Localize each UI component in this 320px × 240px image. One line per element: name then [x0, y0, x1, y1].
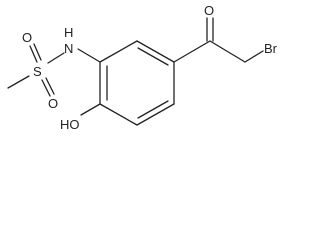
ring-bond-1: [99, 40, 138, 63]
bond-sulfur-nitrogen: [47, 52, 65, 64]
bond-methylene-bromine: [244, 50, 264, 63]
atom-bromine: Br: [264, 41, 278, 56]
bond-ring-hydroxyl: [80, 103, 101, 116]
bond-ring-carbonyl: [173, 40, 211, 63]
ring-bond-4-inner: [137, 100, 169, 119]
bond-sulfur-oxygen-top: [29, 45, 38, 63]
bond-carbonyl-methylene: [209, 40, 246, 63]
bonds: [7, 17, 264, 126]
bond-sulfur-oxygen-bottom: [41, 79, 51, 97]
bond-methyl-sulfur: [7, 75, 30, 89]
atom-oxygen-sulfonyl-top: O: [22, 30, 32, 45]
atom-sulfur: S: [33, 64, 42, 79]
ring-bond-2: [136, 40, 175, 63]
atom-oxygen-sulfonyl-bottom: O: [48, 96, 58, 111]
bond-sulfur-oxygen-top-double: [33, 43, 42, 61]
atom-labels: S O O H N HO O Br: [22, 3, 278, 132]
ring-bond-5: [99, 103, 138, 126]
bond-nitrogen-ring: [77, 48, 101, 63]
chemical-structure: S O O H N HO O Br: [7, 3, 278, 132]
ring-bond-2-inner: [137, 47, 169, 66]
ring-bond-4: [136, 103, 175, 126]
atom-oxygen-carbonyl: O: [204, 3, 214, 18]
bond-sulfur-oxygen-bottom-double: [45, 77, 55, 95]
atom-nitrogen-hydrogen: H: [64, 25, 73, 40]
atom-hydroxyl: HO: [60, 117, 80, 132]
atom-nitrogen: N: [64, 41, 73, 56]
